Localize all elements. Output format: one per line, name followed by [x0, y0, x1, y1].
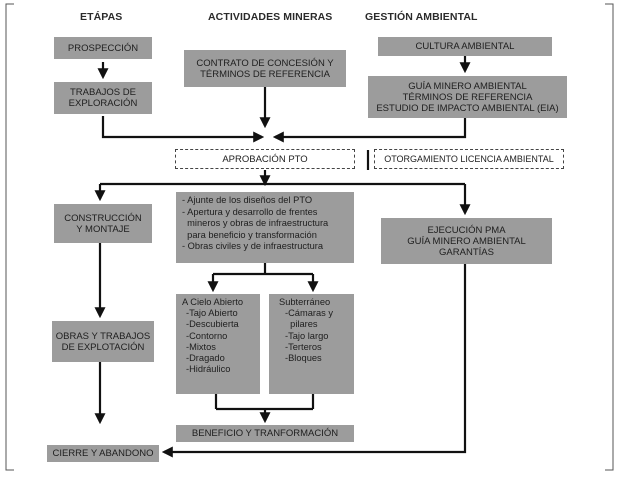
box-ejecucion-line: GARANTÍAS	[439, 246, 494, 258]
subterraneo-item: -Tajo largo	[285, 330, 329, 341]
box-cultura-label: CULTURA AMBIENTAL	[415, 41, 515, 52]
subterraneo-item: -Terteros	[285, 341, 322, 352]
cielo-item: -Hidráulico	[186, 364, 231, 375]
box-subterraneo: Subterráneo -Cámaras y pilares -Tajo lar…	[269, 294, 354, 394]
box-trabajos-line: TRABAJOS DE	[70, 87, 136, 98]
box-ejecucion-pma: EJECUCIÓN PMA GUÍA MINERO AMBIENTAL GARA…	[381, 218, 552, 264]
arrow-trabajos-center	[101, 116, 265, 143]
box-ejecucion-line: GUÍA MINERO AMBIENTAL	[407, 235, 526, 247]
cielo-item: -Contorno	[186, 330, 228, 341]
box-trabajos-line: EXPLORACIÓN	[68, 98, 138, 109]
box-construccion-line: Y MONTAJE	[76, 223, 130, 235]
cielo-item: -Mixtos	[186, 341, 216, 352]
box-obras-line: DE EXPLOTACIÓN	[61, 341, 145, 353]
header-gestion: GESTIÓN AMBIENTAL	[365, 11, 478, 23]
box-aprobacion-pto: APROBACIÓN PTO	[175, 149, 355, 169]
header-actividades: ACTIVIDADES MINERAS	[208, 11, 333, 23]
subterraneo-item: -Bloques	[285, 353, 322, 364]
box-guia-line: GUÍA MINERO AMBIENTAL	[408, 80, 527, 92]
box-otorgamiento-label: OTORGAMIENTO LICENCIA AMBIENTAL	[384, 153, 554, 164]
subterraneo-item: pilares	[285, 319, 318, 330]
box-trabajos-exploracion: TRABAJOS DE EXPLORACIÓN	[54, 82, 152, 114]
ajuste-item: mineros y obras de infraestructura	[182, 218, 329, 229]
box-beneficio: BENEFICIO Y TRANFORMACIÓN	[176, 425, 354, 442]
cielo-item: -Dragado	[186, 353, 225, 364]
ajuste-item: para beneficio y transformación	[182, 229, 317, 240]
box-obras-line: OBRAS Y TRABAJOS	[55, 330, 151, 342]
arrow-ejecucion-cierre	[161, 264, 467, 458]
box-guia-line: ESTUDIO DE IMPACTO AMBIENTAL (EIA)	[376, 102, 559, 114]
box-obras-explotacion: OBRAS Y TRABAJOS DE EXPLOTACIÓN	[52, 321, 154, 362]
box-beneficio-label: BENEFICIO Y TRANFORMACIÓN	[191, 428, 339, 439]
box-cierre-abandono: CIERRE Y ABANDONO	[47, 445, 159, 462]
box-construccion-line: CONSTRUCCIÓN	[64, 212, 142, 224]
box-guia-line: TÉRMINOS DE REFERENCIA	[402, 91, 533, 103]
subterraneo-title: Subterráneo	[279, 297, 331, 307]
box-guia-minero: GUÍA MINERO AMBIENTAL TÉRMINOS DE REFERE…	[368, 76, 567, 118]
box-prospeccion: PROSPECCIÓN	[54, 37, 152, 59]
box-prospeccion-label: PROSPECCIÓN	[67, 42, 139, 54]
ajuste-item: - Apertura y desarrollo de frentes	[182, 206, 318, 217]
cielo-item: -Tajo Abierto	[186, 308, 238, 319]
box-aprobacion-label: APROBACIÓN PTO	[222, 153, 308, 165]
box-cielo-abierto: A Cielo Abierto -Tajo Abierto -Descubier…	[176, 294, 260, 394]
box-construccion: CONSTRUCCIÓN Y MONTAJE	[54, 204, 152, 243]
box-contrato-line: TÉRMINOS DE REFERENCIA	[200, 68, 330, 80]
box-contrato-line: CONTRATO DE CONCESIÓN Y	[196, 57, 334, 69]
header-etapas: ETÁPAS	[80, 11, 123, 23]
subterraneo-item: -Cámaras y	[285, 308, 334, 319]
arrow-guia-center	[272, 118, 467, 143]
box-ajuste-pto: - Ajunte de los diseños del PTO - Apertu…	[176, 192, 354, 263]
frame-bracket-right	[605, 3, 614, 471]
box-cultura: CULTURA AMBIENTAL	[378, 37, 552, 56]
box-cierre-label: CIERRE Y ABANDONO	[52, 448, 154, 459]
ajuste-item: - Obras civiles y de infraestructura	[182, 241, 324, 252]
frame-bracket-left	[5, 3, 14, 471]
box-ejecucion-line: EJECUCIÓN PMA	[427, 224, 506, 236]
cielo-title: A Cielo Abierto	[182, 297, 243, 307]
box-contrato: CONTRATO DE CONCESIÓN Y TÉRMINOS DE REFE…	[184, 50, 346, 87]
box-otorgamiento: OTORGAMIENTO LICENCIA AMBIENTAL	[374, 149, 564, 169]
ajuste-item: - Ajunte de los diseños del PTO	[182, 195, 313, 205]
cielo-item: -Descubierta	[186, 319, 239, 330]
